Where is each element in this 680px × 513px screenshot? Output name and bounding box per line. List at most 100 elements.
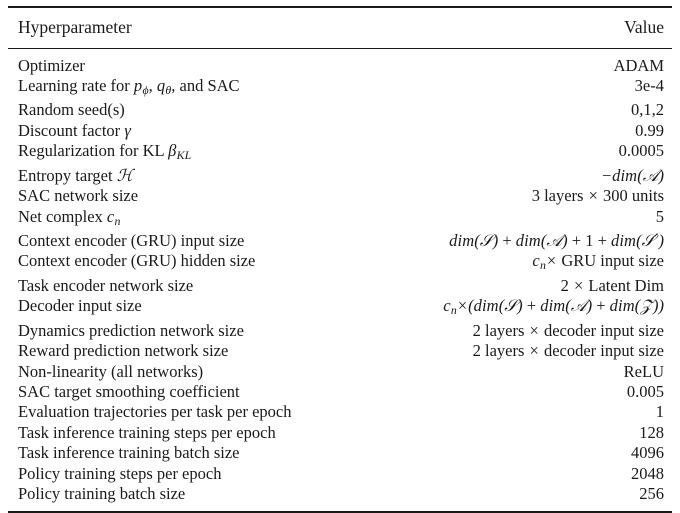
dim-operator: dim (612, 165, 638, 185)
table-row: Decoder input size cn×(dim(𝒮) + dim(𝒜) +… (8, 296, 672, 320)
symbol-q: q (156, 75, 166, 95)
value-kl-regularization: 0.0005 (618, 141, 664, 161)
paren-close: ) (517, 296, 523, 316)
table-row: Context encoder (GRU) input size dim(𝒮) … (8, 231, 672, 251)
plus-sign: + (593, 230, 612, 250)
param-optimizer: Optimizer (18, 55, 85, 75)
table-header-row: Hyperparameter Value (8, 8, 672, 48)
gru-input-size-text: GRU input size (557, 251, 664, 271)
dim-operator: dim (515, 230, 541, 250)
param-learning-rate: Learning rate for pϕ, qθ, and SAC (8, 76, 400, 100)
value-discount-factor: 0.99 (635, 120, 664, 140)
number-one: 1 (585, 230, 594, 250)
times-icon: × (529, 320, 539, 340)
table-row: Evaluation trajectories per task per epo… (8, 402, 672, 422)
value-policy-training-steps: 2048 (631, 463, 664, 483)
param-task-encoder-network-size: Task encoder network size (18, 275, 194, 295)
symbol-beta-subscript-kl: KL (176, 148, 192, 163)
table-row: Task inference training steps per epoch … (8, 423, 672, 443)
sac-units: 300 units (598, 186, 664, 206)
symbol-script-s-prime: 𝒮′ (641, 230, 659, 250)
table-row: Policy training batch size 256 (8, 484, 672, 504)
paren-close: ) (562, 230, 568, 250)
table-row: Optimizer ADAM (8, 56, 672, 76)
table-row: Task encoder network size 2 × Latent Dim (8, 276, 672, 296)
symbol-script-a: 𝒜 (570, 296, 587, 316)
param-task-inference-training-steps: Task inference training steps per epoch (18, 422, 276, 442)
symbol-c-subscript-n: n (114, 213, 121, 228)
table-row: Entropy target ℋ −dim(𝒜) (8, 166, 672, 186)
value-net-complex: 5 (655, 206, 664, 226)
param-net-complex: Net complex cn (8, 207, 400, 231)
table-row: Random seed(s) 0,1,2 (8, 100, 672, 120)
symbol-c-subscript-n: n (450, 303, 457, 318)
param-context-encoder-hidden-size: Context encoder (GRU) hidden size (18, 251, 256, 271)
value-decoder-input-size: cn×(dim(𝒮) + dim(𝒜) + dim(𝒵)) (400, 296, 672, 320)
paren-close: ) (658, 296, 665, 316)
symbol-script-h: ℋ (116, 165, 134, 185)
times-icon: × (546, 251, 557, 271)
reward-layers: 2 layers (472, 341, 529, 361)
symbol-phi: ϕ (142, 82, 149, 97)
table-row: Dynamics prediction network size 2 layer… (8, 321, 672, 341)
dynamics-layers: 2 layers (472, 320, 529, 340)
symbol-c: c (443, 296, 451, 316)
plus-sign: + (592, 296, 610, 316)
paren-open: ( (468, 296, 474, 316)
paren-open: ( (637, 165, 643, 185)
times-icon: × (529, 341, 539, 361)
value-learning-rate: 3e-4 (634, 75, 664, 95)
symbol-script-s: 𝒮 (479, 230, 493, 250)
param-random-seeds: Random seed(s) (18, 100, 125, 120)
discount-factor-text: Discount factor (18, 120, 125, 140)
paren-open: ( (565, 296, 571, 316)
param-discount-factor: Discount factor γ (8, 121, 400, 141)
paren-close: ) (586, 296, 593, 316)
symbol-script-z: 𝒵 (640, 296, 653, 316)
value-sac-target-smoothing: 0.005 (626, 381, 664, 401)
value-optimizer: ADAM (613, 55, 664, 75)
param-task-inference-batch-size: Task inference training batch size (18, 443, 240, 463)
plus-sign: + (567, 230, 586, 250)
column-header-value: Value (624, 17, 664, 37)
symbol-gamma: γ (124, 120, 131, 140)
value-context-encoder-hidden-size: cn× GRU input size (400, 251, 672, 275)
param-policy-training-batch-size: Policy training batch size (18, 484, 186, 504)
param-decoder-input-size: Decoder input size (18, 296, 142, 316)
learning-rate-text-pre: Learning rate for (18, 75, 134, 95)
value-entropy-target: −dim(𝒜) (400, 166, 672, 186)
paren-close: ) (658, 165, 665, 185)
value-policy-training-batch-size: 256 (639, 484, 664, 504)
paren-open: ( (634, 296, 641, 316)
table-row: Reward prediction network size 2 layers … (8, 341, 672, 361)
task-encoder-multiplier: 2 (560, 275, 573, 295)
table-row: SAC target smoothing coefficient 0.005 (8, 382, 672, 402)
times-icon: × (588, 186, 598, 206)
table-row: Regularization for KL βKL 0.0005 (8, 141, 672, 165)
paren-open: ( (498, 296, 505, 316)
net-complex-text: Net complex (18, 206, 107, 226)
paren-close: ) (658, 230, 665, 250)
learning-rate-text-post: , and SAC (171, 75, 240, 95)
paren-close: ) (653, 296, 659, 316)
table-row: Non-linearity (all networks) ReLU (8, 362, 672, 382)
value-dynamics-prediction-network-size: 2 layers × decoder input size (400, 321, 672, 341)
paren-close: ) (492, 230, 499, 250)
param-reward-prediction-network-size: Reward prediction network size (18, 341, 229, 361)
paren-open: ( (636, 230, 642, 250)
param-entropy-target: Entropy target ℋ (8, 166, 400, 186)
column-header-hyperparameter: Hyperparameter (18, 17, 132, 37)
symbol-c: c (106, 206, 115, 226)
dim-operator: dim (540, 296, 566, 316)
value-evaluation-trajectories: 1 (655, 402, 664, 422)
value-task-inference-training-steps: 128 (639, 422, 664, 442)
dim-operator: dim (449, 230, 475, 250)
latent-dim-text: Latent Dim (584, 275, 664, 295)
symbol-beta: β (168, 141, 177, 161)
table-row: Task inference training batch size 4096 (8, 443, 672, 463)
table-row: Net complex cn 5 (8, 207, 672, 231)
dim-operator: dim (611, 230, 637, 250)
value-non-linearity: ReLU (623, 361, 664, 381)
value-sac-network-size: 3 layers × 300 units (400, 186, 672, 206)
value-random-seeds: 0,1,2 (631, 100, 664, 120)
